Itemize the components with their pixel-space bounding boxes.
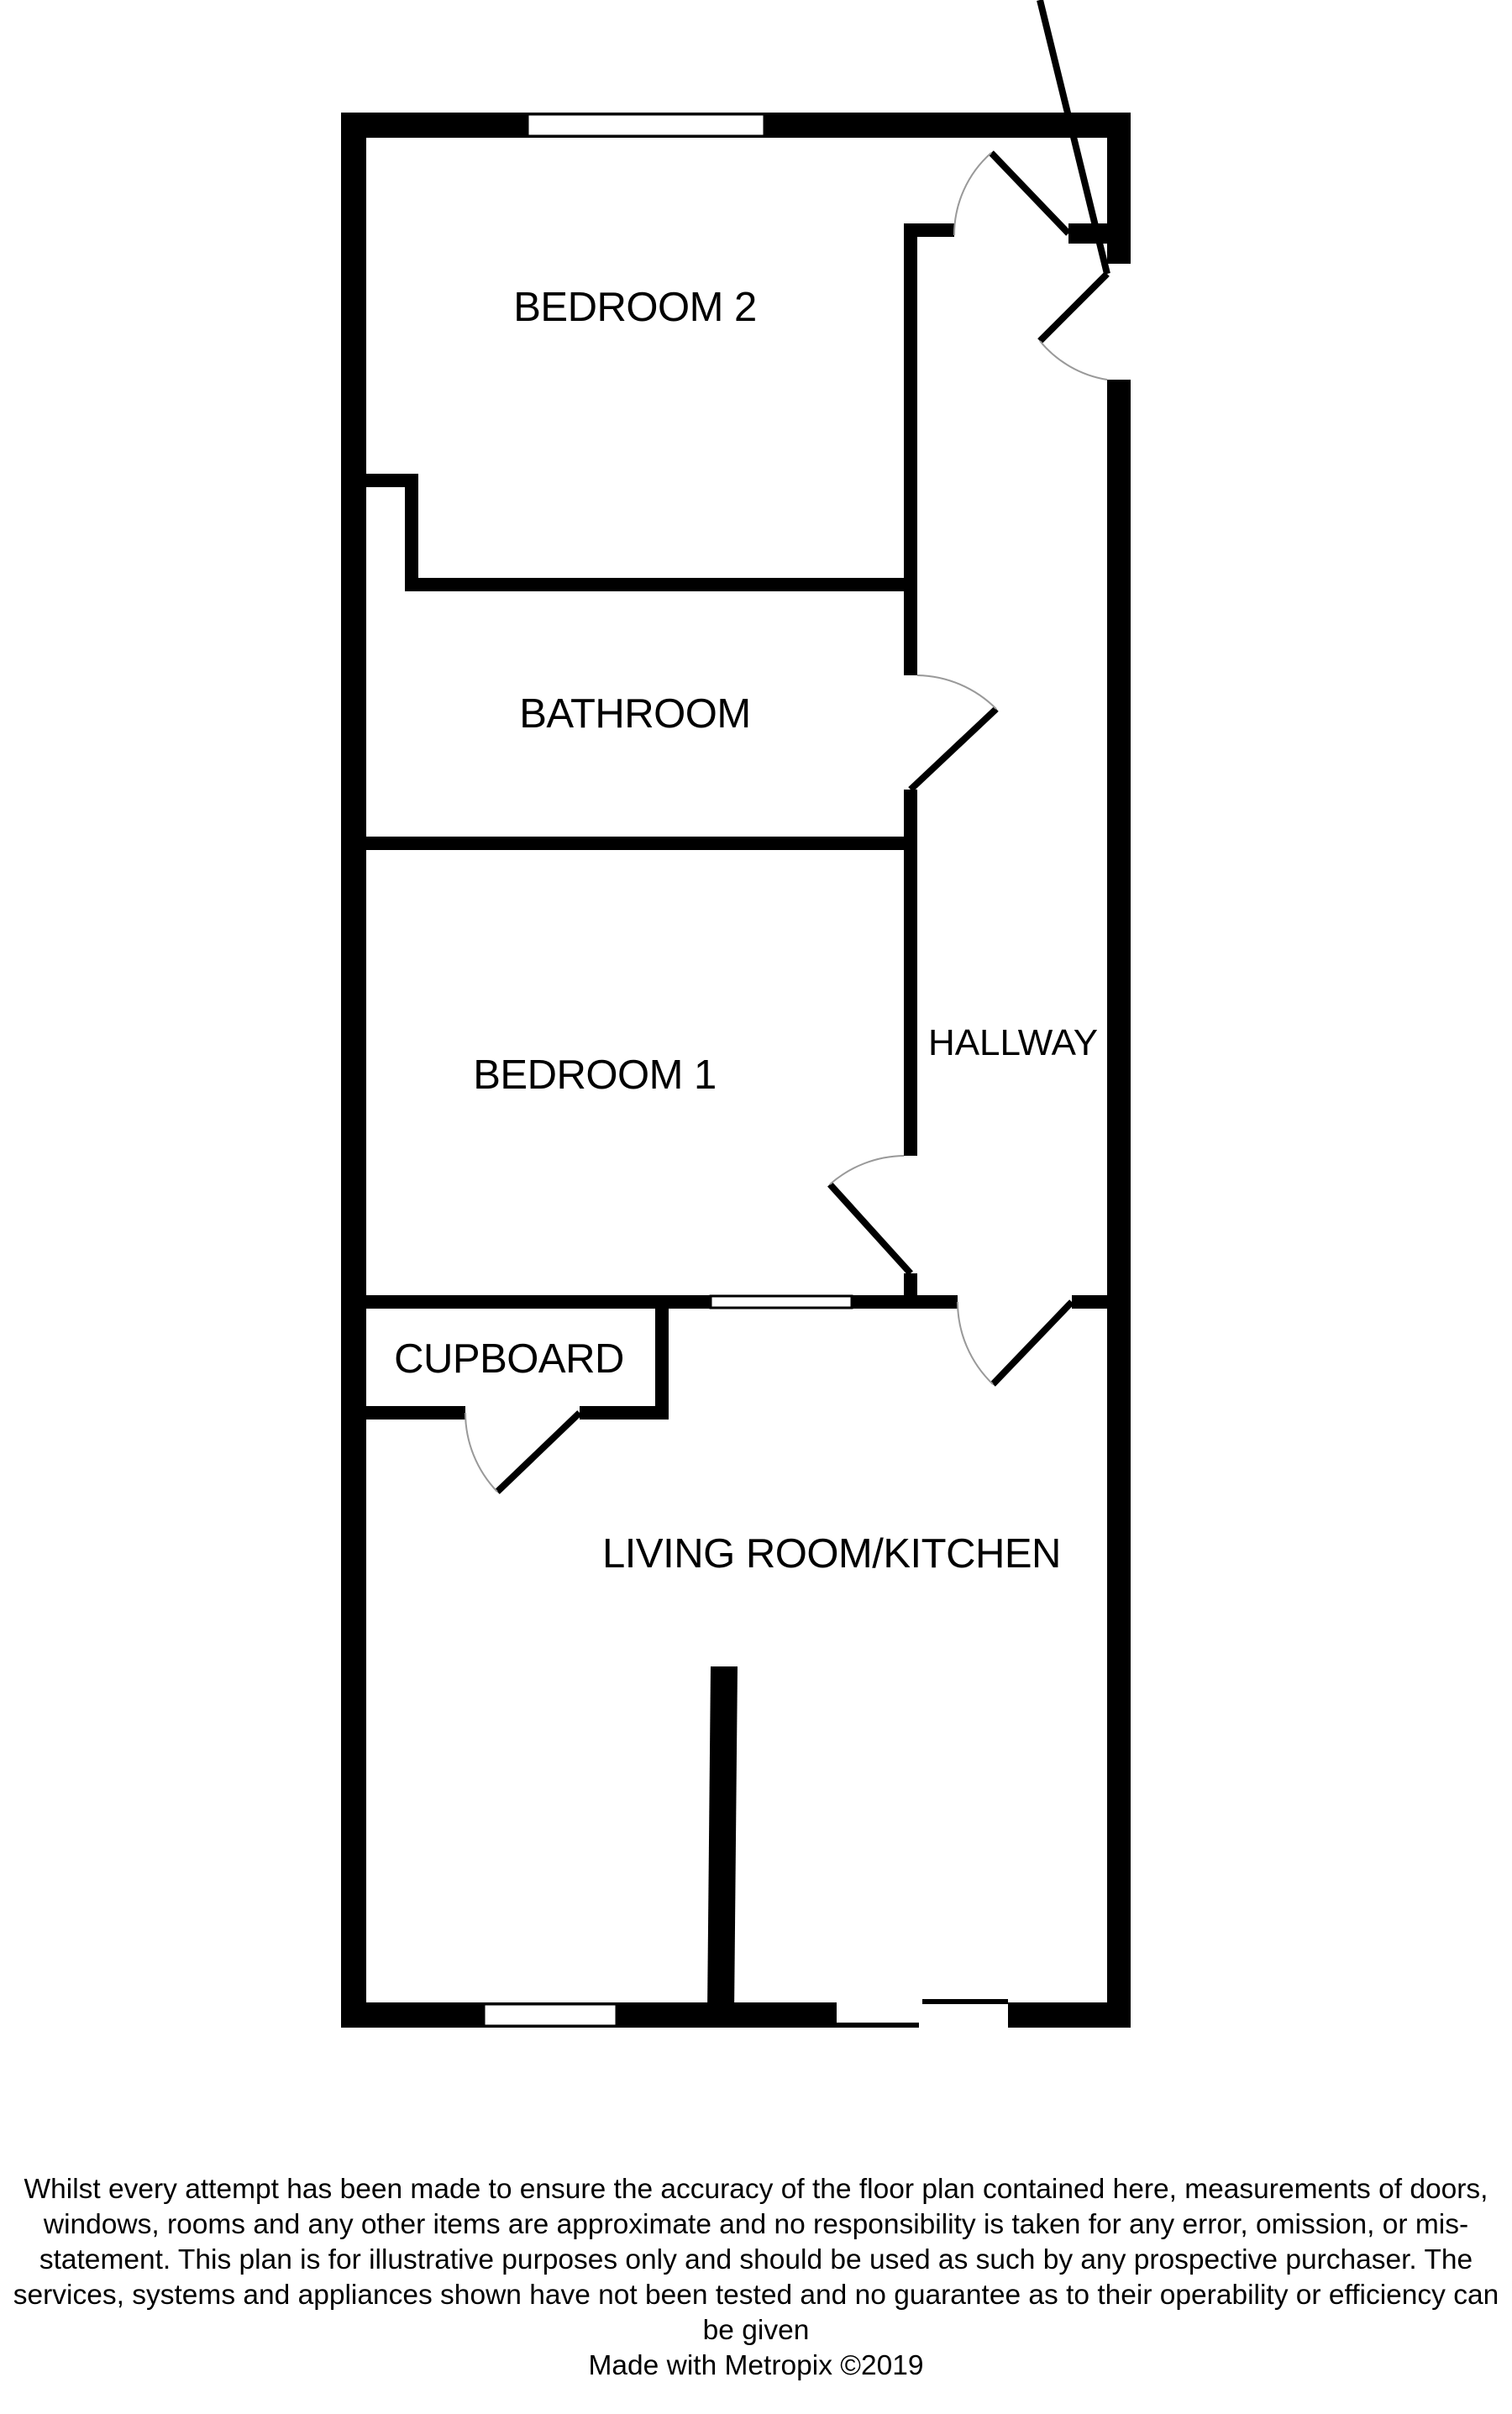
label-bathroom: BATHROOM: [519, 691, 750, 737]
bottom-wall-right: [1008, 2002, 1131, 2028]
door-arc-entrance-outer: [1039, 340, 1108, 380]
bed2-notch-vertical: [405, 474, 418, 591]
right-wall-upper: [1107, 113, 1131, 264]
bed1-living-wall-left: [366, 1295, 711, 1309]
walls: [341, 113, 1131, 2028]
door-arc-entrance-upper: [953, 152, 992, 236]
door-leaf-entrance-upper: [989, 150, 1071, 236]
sliding-door-right-pane: [922, 1999, 1008, 2004]
partition-vertical-upper: [904, 223, 917, 675]
door-arc-living-room: [957, 1301, 994, 1385]
sliding-door-left-pane: [837, 2023, 919, 2028]
left-wall: [341, 113, 366, 2028]
credit-text: Made with Metropix ©2019: [588, 2350, 924, 2381]
label-cupboard: CUPBOARD: [394, 1336, 624, 1382]
door-leaf-bedroom-1: [827, 1182, 913, 1276]
door-leaf-entrance-outer: [1037, 0, 1110, 275]
living-room-divider: [707, 1666, 738, 2014]
label-hallway: HALLWAY: [928, 1022, 1098, 1063]
window-living-bottom: [482, 2002, 618, 2028]
door-leaf-entrance-outer-2: [1037, 271, 1110, 344]
hall-living-wall-right: [1072, 1295, 1107, 1309]
bath-bed1-wall: [366, 837, 904, 850]
cupboard-bottom-wall-left: [366, 1406, 465, 1420]
disclaimer-text: Whilst every attempt has been made to en…: [13, 2174, 1499, 2346]
sliding-door: [837, 1999, 1008, 2028]
door-arc-bedroom-1: [829, 1155, 905, 1185]
doors: [465, 0, 1110, 1494]
window-bedroom-2: [526, 113, 766, 138]
door-arc-cupboard: [465, 1412, 498, 1493]
room-labels: BEDROOM 2 BATHROOM BEDROOM 1 HALLWAY CUP…: [394, 285, 1098, 1577]
cupboard-right-wall: [655, 1295, 669, 1420]
door-arc-bathroom: [916, 674, 997, 710]
windows: [482, 113, 853, 2028]
label-bedroom-2: BEDROOM 2: [513, 285, 757, 330]
door-leaf-bathroom: [908, 706, 999, 792]
door-leaf-living-room: [990, 1299, 1074, 1387]
label-bedroom-1: BEDROOM 1: [473, 1052, 717, 1098]
bed1-living-wall-mid: [852, 1295, 958, 1309]
label-living-room-kitchen: LIVING ROOM/KITCHEN: [602, 1531, 1061, 1577]
right-wall-lower: [1107, 380, 1131, 2028]
window-bed1-living: [709, 1294, 853, 1309]
door-leaf-cupboard: [495, 1410, 582, 1494]
partition-vertical-lower: [904, 1273, 917, 1297]
cupboard-bottom-wall-right: [580, 1406, 669, 1420]
partition-vertical-middle: [904, 790, 917, 1156]
bed2-bath-wall: [405, 578, 904, 591]
